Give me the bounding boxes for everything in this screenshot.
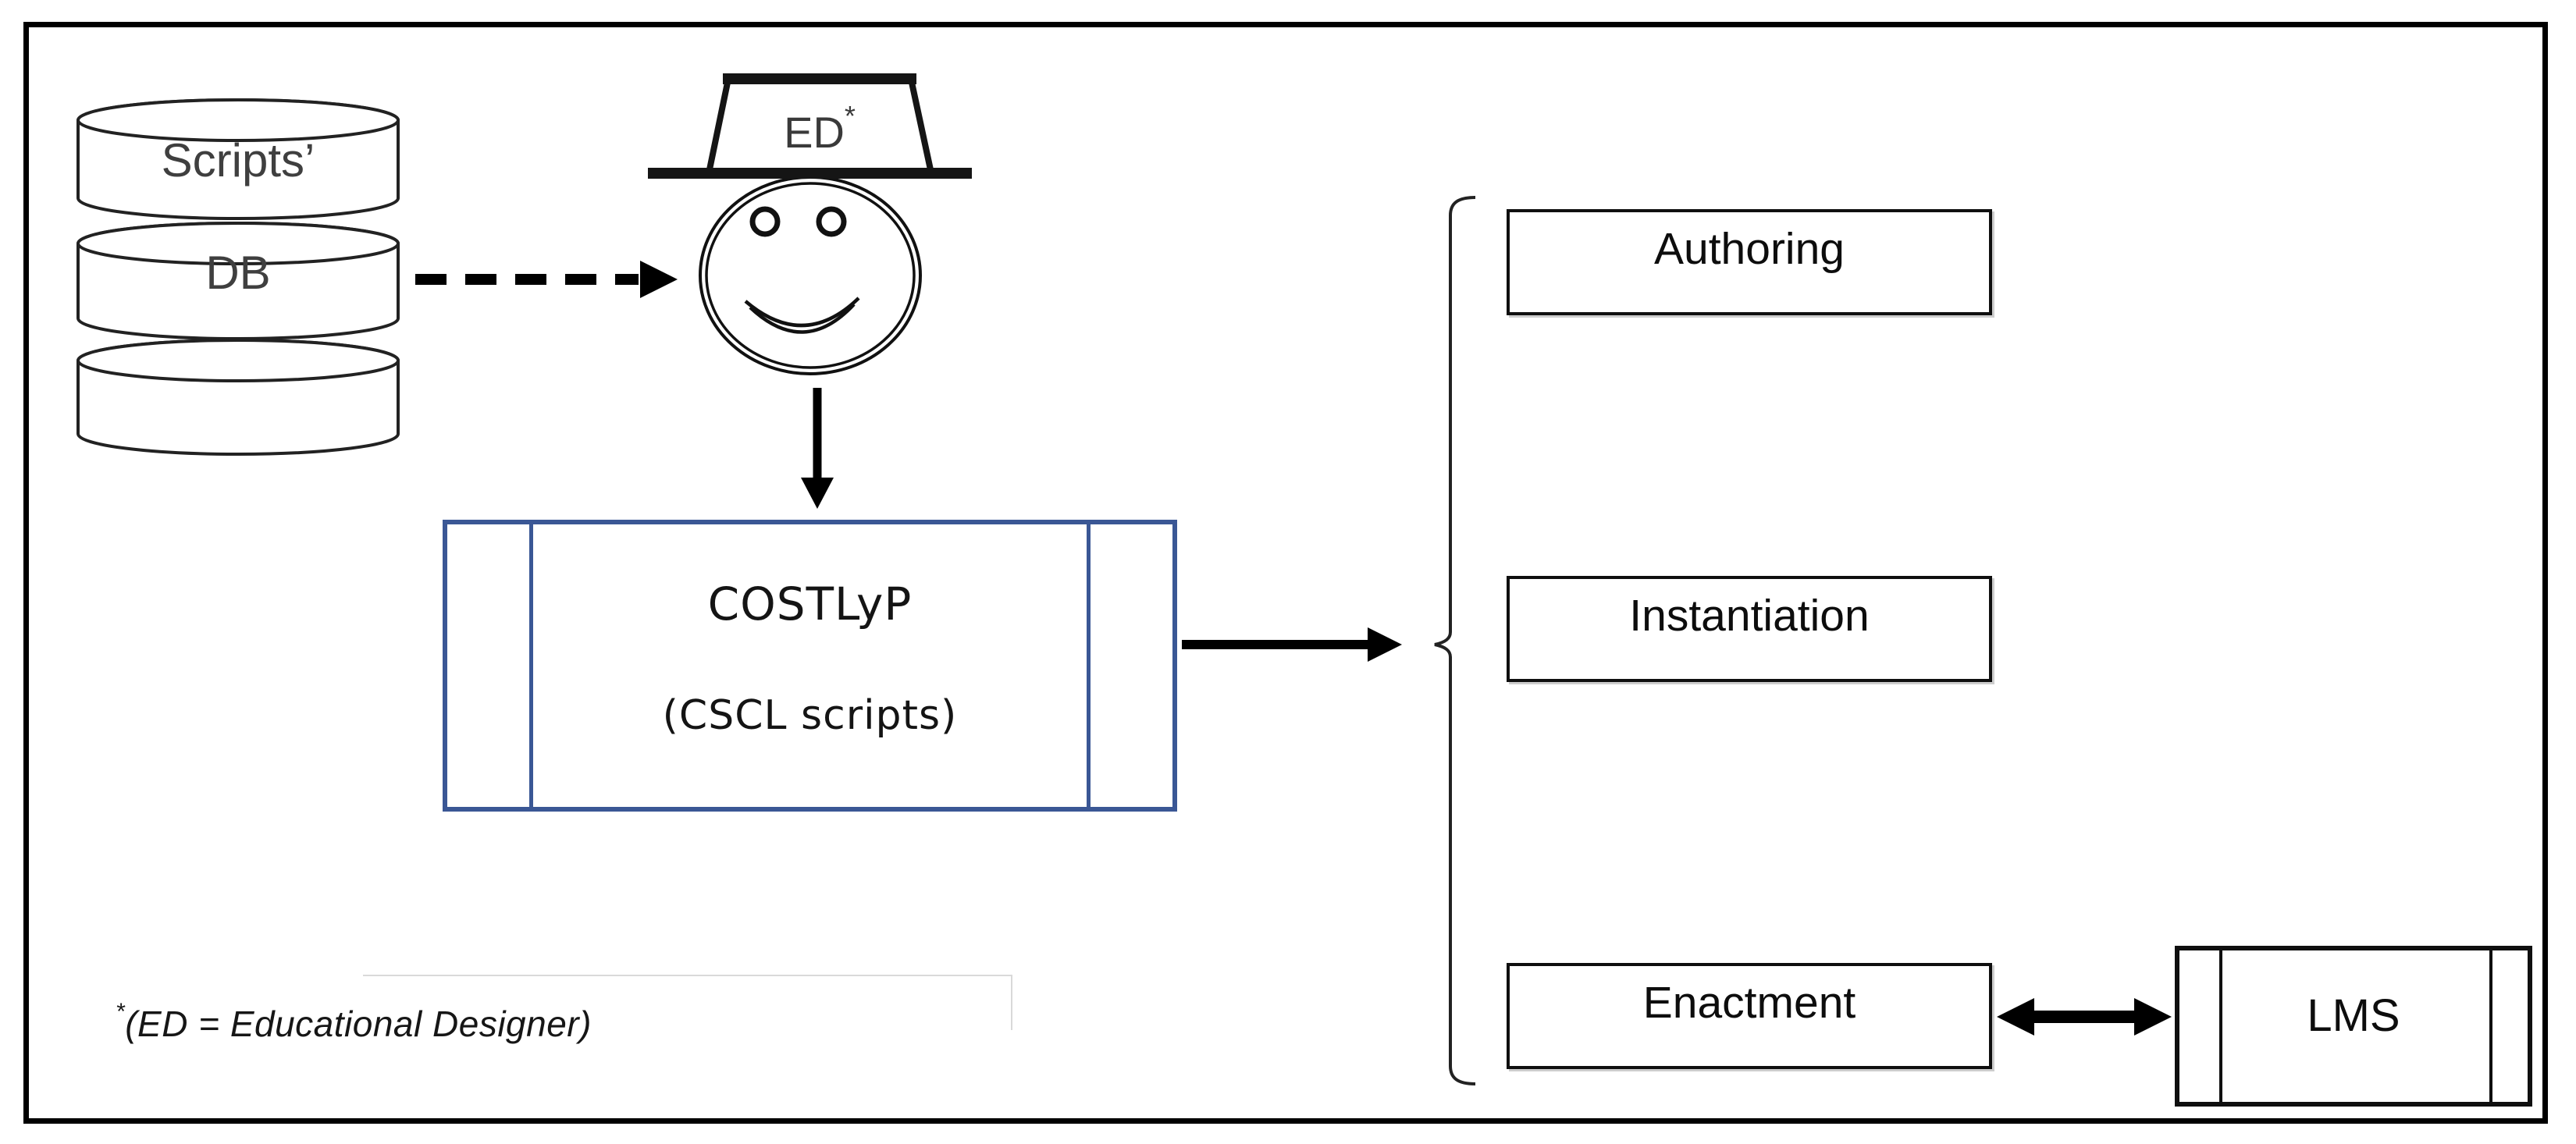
diagram-outer-border (23, 22, 2548, 1124)
phase-label-instantiation: Instantiation (1629, 591, 1870, 641)
lms-left-bar (2219, 950, 2222, 1102)
costlyp-subtitle: (CSCL scripts) (662, 692, 958, 739)
phase-box-enactment: Enactment (1507, 963, 1992, 1069)
phase-box-authoring: Authoring (1507, 209, 1992, 315)
database-middle-label: DB (205, 247, 271, 299)
costlyp-right-bar (1087, 524, 1091, 807)
costlyp-left-bar (529, 524, 533, 807)
designer-hat-superscript: * (844, 100, 856, 132)
phase-box-instantiation: Instantiation (1507, 576, 1992, 682)
designer-hat-text: ED (784, 108, 845, 157)
lms-right-bar (2489, 950, 2492, 1102)
footnote-marker: * (116, 999, 126, 1025)
footnote: *(ED = Educational Designer) (116, 999, 592, 1045)
faint-placeholder-rect (363, 975, 1012, 1030)
phase-label-enactment: Enactment (1642, 978, 1856, 1028)
footnote-text: (ED = Educational Designer) (125, 1004, 592, 1044)
costlyp-title: COSTLyP (707, 577, 913, 631)
designer-hat-label: ED* (726, 91, 913, 158)
lms-box: LMS (2175, 946, 2532, 1107)
database-top-label: Scripts’ (161, 134, 315, 187)
lms-label: LMS (2307, 989, 2400, 1041)
costlyp-box: COSTLyP (CSCL scripts) (443, 520, 1177, 812)
phase-label-authoring: Authoring (1653, 224, 1845, 274)
